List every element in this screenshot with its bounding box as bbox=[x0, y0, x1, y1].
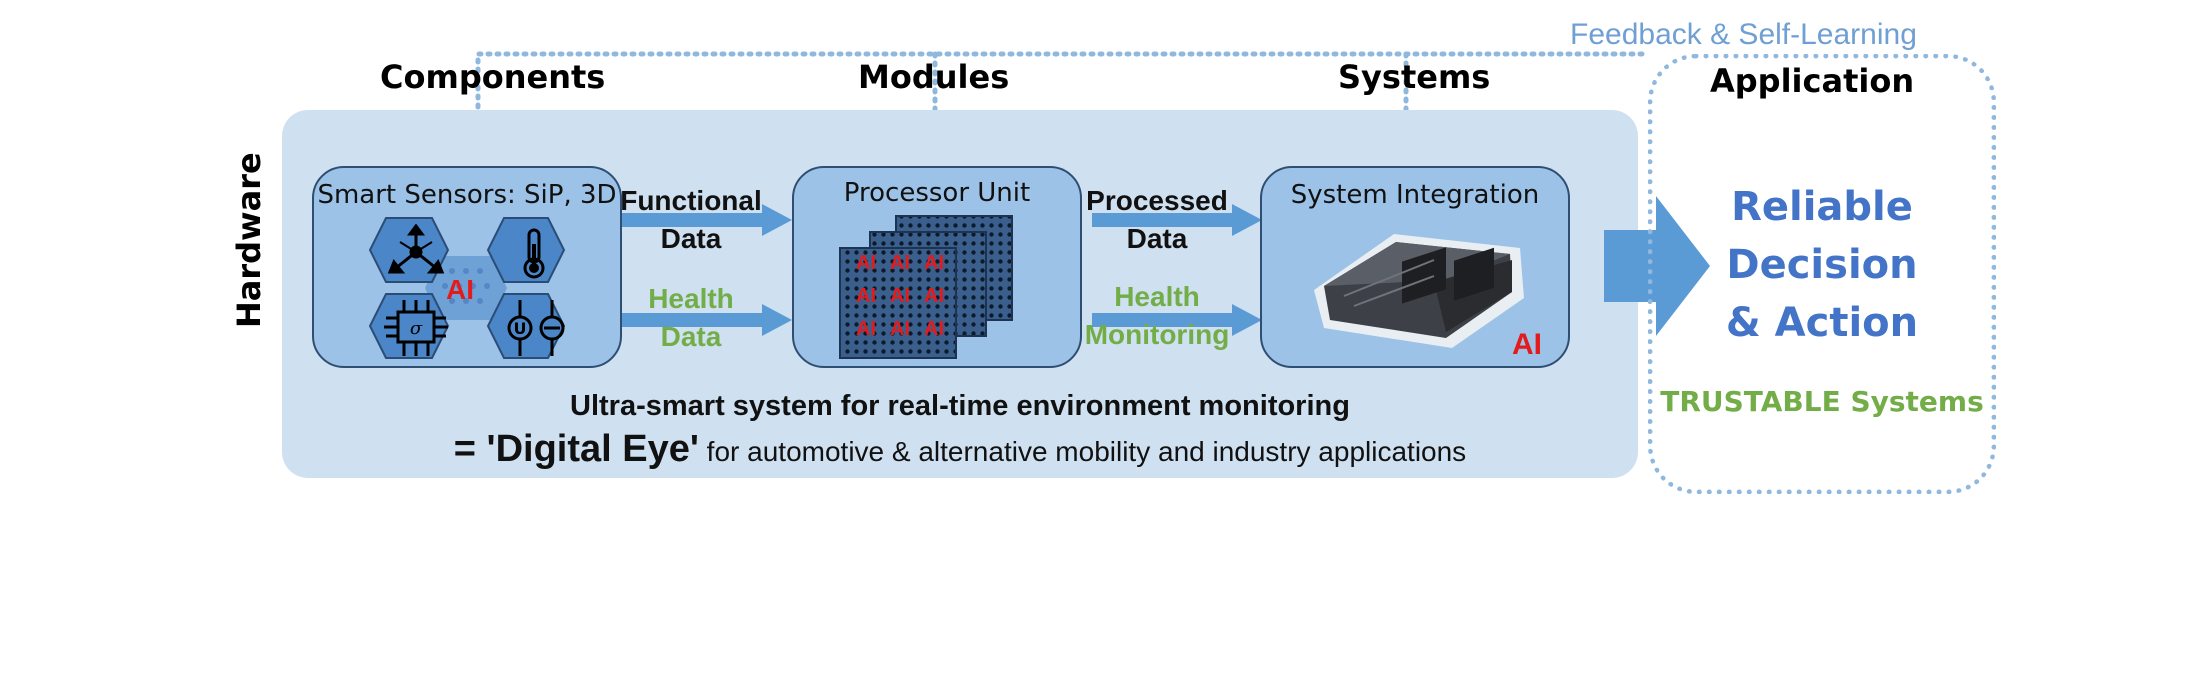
ai-chip-label: AI bbox=[856, 318, 876, 340]
health-monitoring-label: Health Monitoring bbox=[1084, 278, 1230, 354]
trustable-label: TRUSTABLE Systems bbox=[1660, 385, 1984, 418]
processor-ai-grid: AI AI AI AI AI AI AI AI AI bbox=[856, 252, 956, 341]
header-modules: Modules bbox=[858, 58, 1010, 96]
decision-line3: & Action bbox=[1725, 300, 1919, 346]
health-mon-line2: Monitoring bbox=[1084, 319, 1230, 350]
processed-line1: Processed bbox=[1086, 185, 1228, 216]
ai-chip-label: AI bbox=[924, 252, 944, 274]
processed-label: Processed Data bbox=[1084, 182, 1230, 258]
feedback-label: Feedback & Self-Learning bbox=[1570, 18, 1917, 51]
voltage-current-icon: U bbox=[507, 300, 565, 356]
radiation-sensor-icon bbox=[387, 224, 445, 274]
header-components: Components bbox=[380, 58, 606, 96]
header-systems: Systems bbox=[1338, 58, 1491, 96]
svg-text:U: U bbox=[514, 319, 527, 338]
application-box bbox=[1648, 54, 1996, 494]
processor-unit-title: Processor Unit bbox=[843, 178, 1031, 208]
header-application: Application bbox=[1710, 62, 1915, 100]
decision-line1: Reliable bbox=[1731, 184, 1913, 230]
functional-line2: Data bbox=[660, 223, 722, 254]
ai-chip-label: AI bbox=[856, 285, 876, 307]
smart-sensors-card: Smart Sensors: SiP, 3D bbox=[312, 166, 622, 368]
ai-chip-label: AI bbox=[856, 252, 876, 274]
svg-text:σ: σ bbox=[410, 318, 423, 339]
ai-chip-label: AI bbox=[924, 285, 944, 307]
decision-line2: Decision bbox=[1726, 242, 1918, 288]
footer-line2-rest: for automotive & alternative mobility an… bbox=[698, 436, 1467, 467]
ai-chip-label: AI bbox=[924, 318, 944, 340]
health-line2: Data bbox=[660, 321, 722, 352]
sensor-hexagons bbox=[368, 217, 566, 359]
health-line1: Health bbox=[648, 283, 734, 314]
system-integration-card: System Integration AI bbox=[1260, 166, 1570, 368]
processor-unit-card: Processor Unit AI AI AI AI AI AI AI AI A… bbox=[792, 166, 1082, 368]
ai-chip-label: AI bbox=[890, 252, 910, 274]
decision-text: Reliable Decision & Action bbox=[1648, 178, 1996, 352]
processed-line2: Data bbox=[1126, 223, 1188, 254]
footer-line2: = 'Digital Eye' for automotive & alterna… bbox=[282, 428, 1638, 471]
digital-eye-label: = 'Digital Eye' bbox=[453, 428, 699, 470]
health-data-label: Health Data bbox=[618, 280, 764, 356]
sensors-ai-label: AI bbox=[446, 274, 474, 305]
functional-line1: Functional bbox=[620, 185, 762, 216]
system-integration-title: System Integration bbox=[1290, 180, 1540, 210]
system-ai-label: AI bbox=[1512, 328, 1542, 361]
health-mon-line1: Health bbox=[1114, 281, 1200, 312]
pressure-chip-icon: σ bbox=[384, 300, 448, 356]
chip-array-icon bbox=[839, 215, 1013, 359]
functional-label: Functional Data bbox=[618, 182, 764, 258]
smart-sensors-title: Smart Sensors: SiP, 3D bbox=[317, 180, 617, 210]
ai-chip-label: AI bbox=[890, 318, 910, 340]
thermometer-icon bbox=[523, 228, 545, 279]
footer-line1: Ultra-smart system for real-time environ… bbox=[570, 390, 1350, 422]
ecu-module-icon bbox=[1314, 234, 1524, 348]
ai-chip-label: AI bbox=[890, 285, 910, 307]
